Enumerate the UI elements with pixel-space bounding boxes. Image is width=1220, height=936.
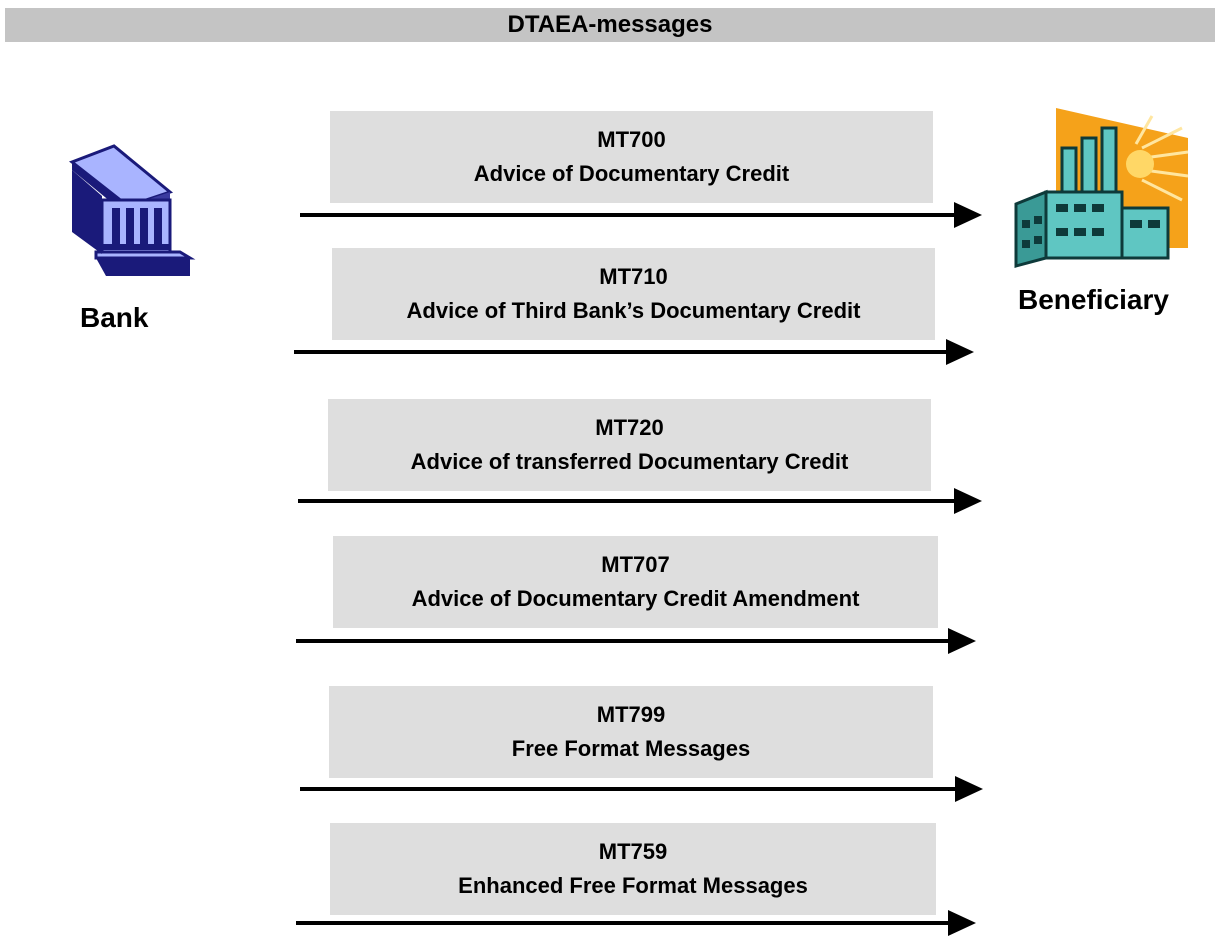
diagram-title: DTAEA-messages (5, 8, 1215, 42)
message-description: Free Format Messages (511, 736, 751, 761)
message-box-mt707: MT707 Advice of Documentary Credit Amend… (333, 536, 938, 628)
message-code: MT799 (596, 702, 666, 727)
message-description: Advice of Documentary Credit Amendment (411, 586, 860, 611)
message-code: MT710 (599, 264, 668, 289)
message-description: Advice of Documentary Credit (473, 161, 790, 186)
message-box-mt759: MT759 Enhanced Free Format Messages (330, 823, 936, 915)
message-code: MT700 (597, 127, 666, 152)
message-box-mt710: MT710 Advice of Third Bank’s Documentary… (332, 248, 935, 340)
message-box-mt720: MT720 Advice of transferred Documentary … (328, 399, 931, 491)
message-arrow (294, 339, 974, 365)
message-description: Advice of transferred Documentary Credit (410, 449, 849, 474)
beneficiary-label: Beneficiary (1018, 284, 1169, 315)
message-arrow (296, 910, 976, 936)
bank-building-icon (68, 144, 196, 276)
message-code: MT759 (598, 839, 668, 864)
bank-label: Bank (80, 302, 149, 333)
message-arrow (300, 202, 982, 228)
message-arrow (296, 628, 976, 654)
message-box-mt799: MT799 Free Format Messages (329, 686, 933, 778)
message-description: Enhanced Free Format Messages (458, 873, 808, 898)
message-box-mt700: MT700 Advice of Documentary Credit (330, 111, 933, 203)
message-description: Advice of Third Bank’s Documentary Credi… (406, 298, 861, 323)
message-arrow (300, 776, 983, 802)
factory-icon (1014, 108, 1189, 268)
message-arrow (298, 488, 982, 514)
message-code: MT707 (601, 552, 670, 577)
message-code: MT720 (595, 415, 664, 440)
